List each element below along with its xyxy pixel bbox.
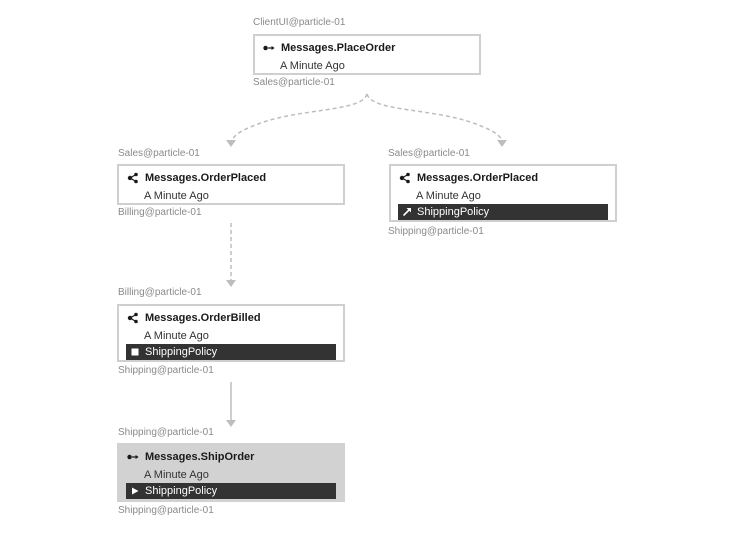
message-node-ship-order[interactable]: Messages.ShipOrder A Minute Ago Shipping…	[117, 443, 345, 502]
message-type-label: Messages.OrderPlaced	[145, 172, 267, 184]
saga-policy-bar[interactable]: ShippingPolicy	[398, 204, 608, 220]
message-time-label: A Minute Ago	[144, 469, 209, 481]
saga-name-label: ShippingPolicy	[417, 206, 490, 218]
message-node-order-placed-billing[interactable]: Messages.OrderPlaced A Minute Ago	[117, 164, 345, 205]
node-title-row: Messages.OrderPlaced	[127, 172, 266, 184]
receiver-endpoint-label: Shipping@particle-01	[118, 365, 214, 376]
message-time-label: A Minute Ago	[416, 190, 481, 202]
arrowhead-shipping	[497, 140, 507, 147]
sender-endpoint-label: Billing@particle-01	[118, 287, 202, 298]
connector-to-billing	[231, 93, 368, 141]
message-time-label: A Minute Ago	[280, 60, 345, 72]
message-type-label: Messages.PlaceOrder	[281, 42, 396, 54]
connector-to-shipping	[366, 93, 503, 141]
node-title-row: Messages.PlaceOrder	[263, 42, 395, 54]
sender-endpoint-label: Sales@particle-01	[388, 148, 470, 159]
saga-policy-bar[interactable]: ShippingPolicy	[126, 344, 336, 360]
message-node-order-placed-shipping[interactable]: Messages.OrderPlaced A Minute Ago Shippi…	[389, 164, 617, 222]
command-send-icon	[127, 451, 139, 463]
command-send-icon	[263, 42, 275, 54]
arrowhead-billing	[226, 140, 236, 147]
receiver-endpoint-label: Shipping@particle-01	[388, 226, 484, 237]
event-publish-icon	[127, 312, 139, 324]
receiver-endpoint-label: Shipping@particle-01	[118, 505, 214, 516]
saga-play-icon	[128, 485, 142, 497]
saga-initiated-icon	[400, 206, 414, 218]
receiver-endpoint-label: Billing@particle-01	[118, 207, 202, 218]
arrowhead-billed	[226, 280, 236, 287]
arrowhead-ship	[226, 420, 236, 427]
saga-completed-icon	[128, 346, 142, 358]
message-type-label: Messages.ShipOrder	[145, 451, 255, 463]
sender-endpoint-label: Sales@particle-01	[118, 148, 200, 159]
message-type-label: Messages.OrderBilled	[145, 312, 261, 324]
message-node-order-billed[interactable]: Messages.OrderBilled A Minute Ago Shippi…	[117, 304, 345, 362]
sender-endpoint-label: Shipping@particle-01	[118, 427, 214, 438]
event-publish-icon	[127, 172, 139, 184]
event-publish-icon	[399, 172, 411, 184]
saga-policy-bar[interactable]: ShippingPolicy	[126, 483, 336, 499]
message-type-label: Messages.OrderPlaced	[417, 172, 539, 184]
message-time-label: A Minute Ago	[144, 330, 209, 342]
message-node-place-order[interactable]: Messages.PlaceOrder A Minute Ago	[253, 34, 481, 75]
saga-name-label: ShippingPolicy	[145, 485, 218, 497]
message-time-label: A Minute Ago	[144, 190, 209, 202]
receiver-endpoint-label: Sales@particle-01	[253, 77, 335, 88]
node-title-row: Messages.OrderPlaced	[399, 172, 538, 184]
node-title-row: Messages.OrderBilled	[127, 312, 261, 324]
sender-endpoint-label: ClientUI@particle-01	[253, 17, 346, 28]
node-title-row: Messages.ShipOrder	[127, 451, 254, 463]
saga-name-label: ShippingPolicy	[145, 346, 218, 358]
